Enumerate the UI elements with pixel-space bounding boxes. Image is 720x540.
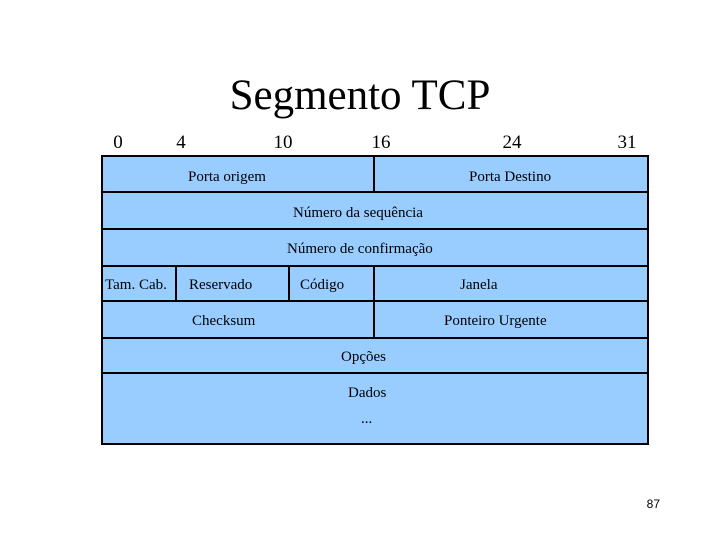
field-janela: Janela <box>460 277 498 293</box>
field-dados: Dados <box>348 385 387 401</box>
field-codigo: Código <box>300 277 345 293</box>
field-checksum: Checksum <box>192 313 256 329</box>
column-divider <box>373 265 375 300</box>
field-ponteiro-urgente: Ponteiro Urgente <box>444 313 547 329</box>
tcp-segment-table: Porta origem Porta Destino Número da seq… <box>101 155 649 445</box>
field-numero-sequencia: Número da sequência <box>293 205 423 221</box>
field-opcoes: Opções <box>341 349 386 365</box>
row-divider <box>103 228 647 230</box>
bit-label-0: 0 <box>113 132 123 153</box>
row-divider <box>103 300 647 302</box>
column-divider <box>288 265 290 300</box>
field-reservado: Reservado <box>189 277 253 293</box>
page-number: 87 <box>646 497 660 511</box>
column-divider <box>175 265 177 300</box>
bit-label-24: 24 <box>502 132 522 153</box>
column-divider <box>373 300 375 337</box>
field-dados-ellipsis: ... <box>361 411 373 427</box>
bit-label-10: 10 <box>273 132 293 153</box>
row-divider <box>103 265 647 267</box>
row-divider <box>103 337 647 339</box>
bit-label-16: 16 <box>371 132 391 153</box>
row-divider <box>103 372 647 374</box>
row-divider <box>103 191 647 193</box>
diagram-title: Segmento TCP <box>229 72 491 119</box>
bit-label-4: 4 <box>176 132 186 153</box>
field-numero-confirmacao: Número de confirmação <box>287 241 433 257</box>
column-divider <box>373 157 375 191</box>
bit-label-31: 31 <box>617 132 637 153</box>
field-porta-origem: Porta origem <box>188 169 266 185</box>
field-tam-cab: Tam. Cab. <box>105 277 167 293</box>
field-porta-destino: Porta Destino <box>469 169 552 185</box>
